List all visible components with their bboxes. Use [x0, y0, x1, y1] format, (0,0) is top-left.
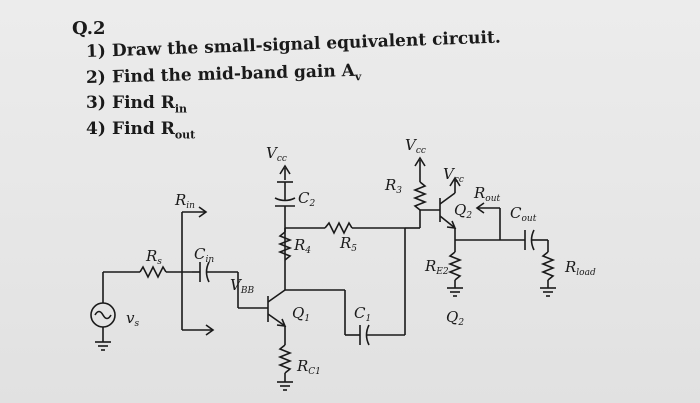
q2-top-label: Q2 — [454, 201, 472, 221]
vcc-main-label: Vcc — [266, 144, 287, 164]
c1-capacitor — [285, 228, 406, 346]
cout-capacitor — [455, 229, 548, 251]
r4-label: R4 — [293, 236, 311, 256]
item-subscript: out — [174, 128, 196, 142]
re2-resistor — [447, 240, 463, 297]
cin-label: Cin — [194, 245, 214, 265]
q2-transistor — [420, 176, 461, 240]
q2-bottom-label: Q2 — [446, 308, 464, 328]
item-subscript: in — [174, 102, 188, 116]
cin-capacitor — [192, 261, 238, 283]
r3-resistor — [405, 156, 428, 229]
vs-label: vs — [126, 309, 139, 329]
c1-label: C1 — [354, 304, 371, 324]
question-item-3: 3) Find Rin — [86, 93, 187, 115]
q1-label: Q1 — [292, 304, 310, 324]
rload-label: Rload — [564, 258, 596, 278]
vcc-main-arrow — [279, 164, 291, 180]
item-text: Find R — [112, 93, 175, 113]
re2-label: RE2 — [424, 257, 449, 277]
rc1-resistor — [277, 344, 293, 391]
signal-source — [90, 272, 116, 351]
question-title: Q.2 — [72, 18, 106, 39]
question-item-4: 4) Find Rout — [86, 119, 195, 141]
vcc-q2-label: Vcc — [443, 165, 464, 185]
item-number: 3) — [86, 93, 106, 113]
cout-label: Cout — [510, 204, 537, 224]
rs-resistor — [103, 265, 192, 279]
item-number: 4) — [86, 119, 106, 139]
r5-resistor — [285, 221, 405, 235]
r3-label: R3 — [384, 176, 402, 196]
vcc-r3-label: Vcc — [405, 136, 426, 156]
rin-arrow — [181, 206, 215, 336]
rin-label: Rin — [174, 191, 195, 211]
rc1-label: RC1 — [296, 357, 321, 377]
rs-label: Rs — [145, 247, 162, 267]
vbb-label: VBB — [230, 276, 254, 296]
c2-label: C2 — [298, 189, 315, 209]
rload-resistor — [540, 240, 556, 297]
r5-label: R5 — [339, 234, 357, 254]
rout-label: Rout — [473, 184, 501, 204]
rout-arrow — [475, 202, 501, 240]
item-text: Find R — [112, 119, 175, 139]
c2-capacitor — [274, 181, 296, 228]
